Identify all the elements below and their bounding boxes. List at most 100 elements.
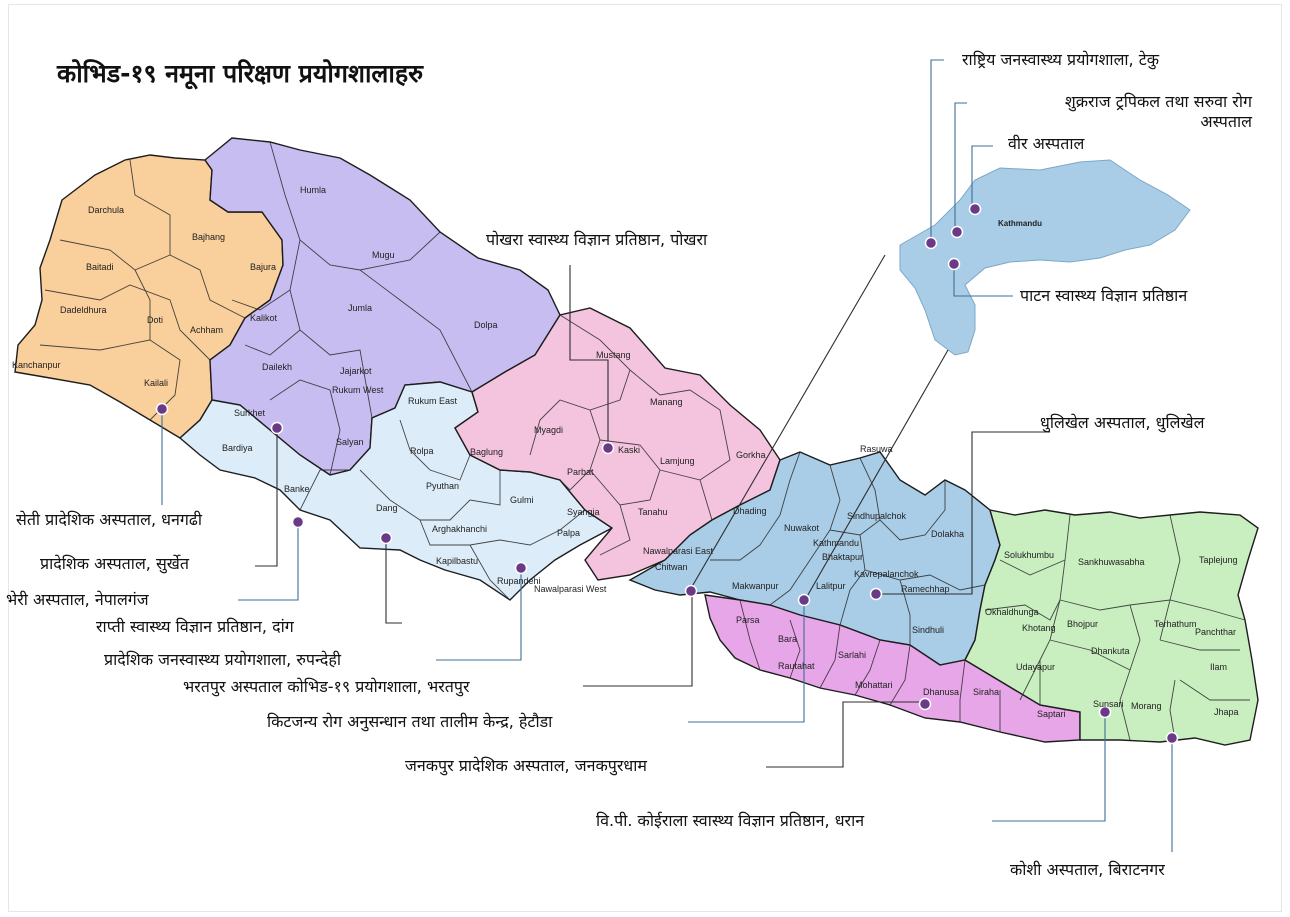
district-label: Bajura [250,262,276,272]
label-bir-hospital: वीर अस्पताल [1008,134,1085,153]
district-label: Manang [650,397,683,407]
district-label: Solukhumbu [1004,550,1054,560]
label-koshi-hospital: कोशी अस्पताल, बिराटनगर [1010,860,1165,879]
district-label: Dadeldhura [60,305,107,315]
district-label: Gorkha [736,450,766,460]
district-label: Kathmandu [813,538,859,548]
district-label: Salyan [336,437,364,447]
district-label: Nuwakot [784,523,820,533]
marker-dhangadhi [155,402,169,416]
marker-bir [968,202,982,216]
marker-patan [947,257,961,271]
district-label: Rupandehi [497,576,541,586]
district-label: Lalitpur [816,581,846,591]
marker-janakpur [918,697,932,711]
marker-nepalgunj [291,515,305,529]
district-label: Myagdi [534,425,563,435]
district-label: Arghakhanchi [432,524,487,534]
label-dhulikhel-hospital: धुलिखेल अस्पताल, धुलिखेल [1040,413,1205,432]
district-label: Mohattari [855,680,893,690]
label-bpk-dharan: वि.पी. कोईराला स्वास्थ्य विज्ञान प्रतिष्… [596,811,865,830]
label-teku-lab: राष्ट्रिय जनस्वास्थ्य प्रयोगशाला, टेकु [962,50,1160,69]
district-label: Rukum West [332,385,384,395]
marker-pokhara [601,441,615,455]
district-label: Jhapa [1214,707,1239,717]
marker-shukraraj [950,225,964,239]
inset-label-kathmandu: Kathmandu [998,219,1042,228]
district-label: Tanahu [638,507,668,517]
district-label: Nawalparasi East [643,546,714,556]
district-label: Rasuwa [860,444,893,454]
district-label: Banke [284,484,310,494]
district-label: Dhankuta [1091,646,1130,656]
district-label: Dolakha [931,529,964,539]
label-rupandehi-lab: प्रादेशिक जनस्वास्थ्य प्रयोगशाला, रुपन्द… [104,650,342,669]
district-label: Makwanpur [732,581,779,591]
marker-teku [924,236,938,250]
district-label: Nawalparasi West [534,584,607,594]
province-1 [964,509,1259,746]
district-label: Udayapur [1016,662,1055,672]
marker-surkhet [270,421,284,435]
district-label: Dang [376,503,398,513]
label-shukraraj-hospital: शुक्रराज ट्रपिकल तथा सरुवा रोग अस्पताल [952,92,1252,132]
district-label: Dailekh [262,362,292,372]
district-label: Mustang [596,350,631,360]
district-label: Sindhupalchok [847,511,907,521]
district-label: Kanchanpur [12,360,61,370]
district-label: Baglung [470,447,503,457]
district-label: Surkhet [234,408,266,418]
district-label: Kailali [144,378,168,388]
district-label: Ilam [1210,662,1227,672]
district-label: Kaski [618,445,640,455]
district-label: Parbat [567,467,594,477]
marker-dang [379,531,393,545]
district-label: Achham [190,325,223,335]
label-shukraraj-line1: शुक्रराज ट्रपिकल तथा सरुवा रोग [1064,92,1252,111]
kathmandu-inset [899,159,1191,356]
district-label: Baitadi [86,262,114,272]
district-label: Bhojpur [1067,619,1098,629]
district-label: Rolpa [410,446,434,456]
marker-dhulikhel [869,587,883,601]
label-shukraraj-line2: अस्पताल [1200,112,1252,131]
label-patan-academy: पाटन स्वास्थ्य विज्ञान प्रतिष्ठान [1020,286,1188,305]
district-label: Panchthar [1195,627,1236,637]
district-label: Jajarkot [340,366,372,376]
district-label: Kapilbastu [436,556,478,566]
district-label: Rautahat [778,661,815,671]
district-label: Siraha [973,687,999,697]
district-label: Rukum East [408,396,458,406]
district-label: Sankhuwasabha [1078,557,1145,567]
district-label: Morang [1131,701,1162,711]
district-label: Jumla [348,303,372,313]
district-label: Gulmi [510,495,534,505]
district-label: Doti [147,315,163,325]
page-title: कोभिड-१९ नमूना परिक्षण प्रयोगशालाहरु [57,59,424,88]
district-labels: Darchula Bajhang Baitadi Bajura Dadeldhu… [12,185,1239,719]
district-label: Bara [778,634,797,644]
district-label: Sindhuli [912,625,944,635]
label-rapti-academy: राप्ती स्वास्थ्य विज्ञान प्रतिष्ठान, दां… [96,617,294,636]
label-pokhara-academy: पोखरा स्वास्थ्य विज्ञान प्रतिष्ठान, पोखर… [486,230,708,249]
district-label: Kavrepalanchok [854,569,919,579]
label-hetauda-center: किटजन्य रोग अनुसन्धान तथा तालीम केन्द्र,… [267,712,553,731]
district-label: Ramechhap [901,584,950,594]
district-label: Pyuthan [426,481,459,491]
district-label: Taplejung [1199,555,1238,565]
marker-biratnagar [1165,731,1179,745]
label-bharatpur-lab: भरतपुर अस्पताल कोभिड-१९ प्रयोगशाला, भरतप… [183,677,470,696]
district-label: Sunsari [1093,699,1124,709]
map-frame [8,4,1282,912]
district-label: Sarlahi [838,650,866,660]
district-label: Bardiya [222,443,253,453]
marker-hetauda [797,593,811,607]
district-label: Dolpa [474,320,498,330]
district-label: Kalikot [250,313,278,323]
label-seti-hospital: सेती प्रादेशिक अस्पताल, धनगढी [16,510,203,529]
district-label: Dhading [733,506,767,516]
district-label: Chitwan [655,562,688,572]
marker-dharan [1098,705,1112,719]
district-label: Lamjung [660,456,695,466]
marker-bharatpur [684,584,698,598]
